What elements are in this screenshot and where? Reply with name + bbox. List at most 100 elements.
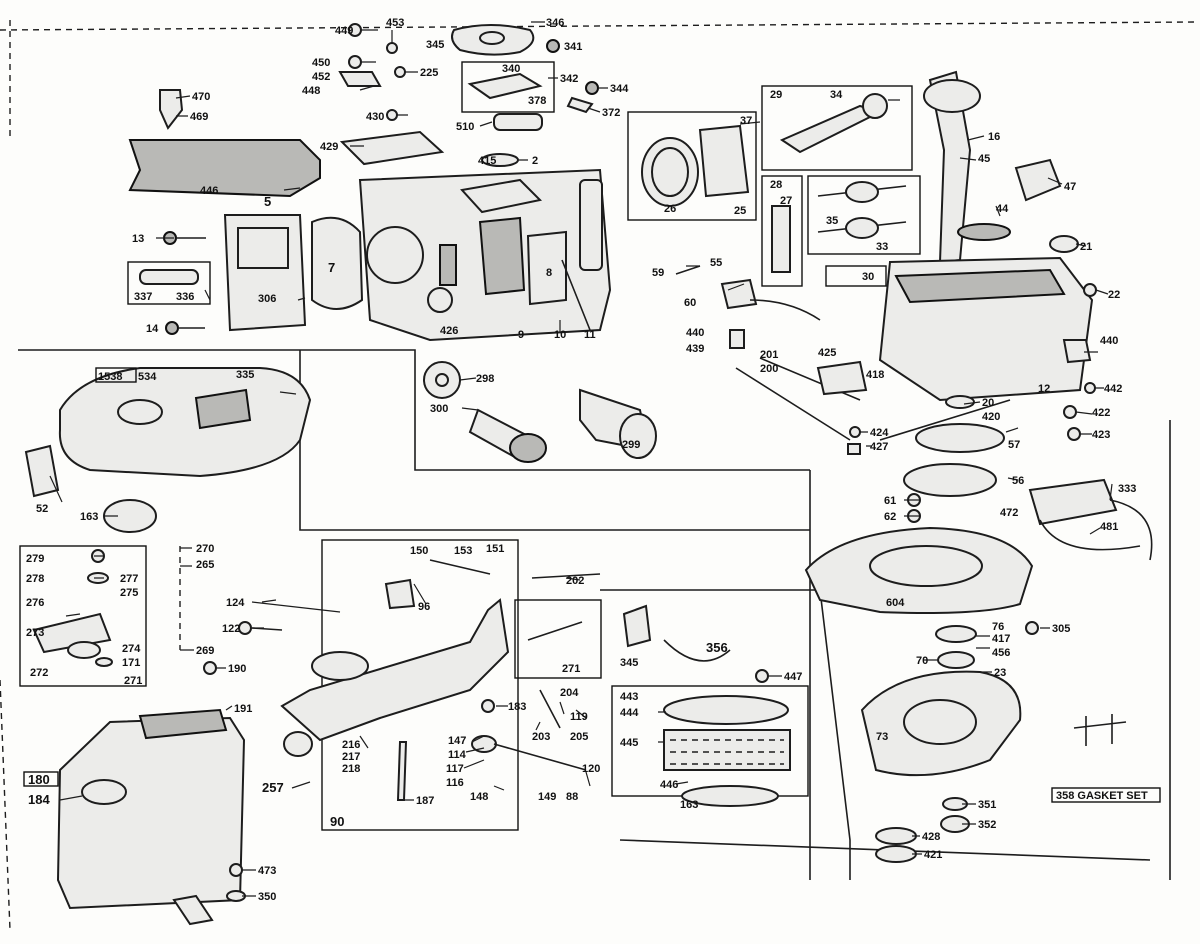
callout-447: 447	[784, 671, 802, 683]
part-305-screw	[1025, 621, 1039, 635]
callout-57: 57	[1008, 439, 1020, 451]
part-345-bracket	[622, 604, 652, 648]
callout-117: 117	[446, 763, 464, 775]
carburetor-group	[238, 539, 602, 831]
part-21-cap	[1049, 235, 1079, 253]
part-356-wire	[663, 639, 731, 662]
callout-424: 424	[870, 427, 889, 439]
part-450-washer	[348, 55, 362, 69]
callout-59: 59	[652, 267, 664, 279]
carburetor-body	[280, 598, 510, 742]
callout-73: 73	[876, 731, 888, 743]
callout-218: 218	[342, 763, 360, 775]
separator-air-cleaner	[600, 589, 851, 880]
callout-16: 16	[988, 131, 1000, 143]
callout-56: 56	[1012, 475, 1024, 487]
callout-29: 29	[770, 89, 782, 101]
callout-299: 299	[622, 439, 640, 451]
block-port	[427, 287, 453, 313]
part-7-head-gasket	[311, 216, 364, 310]
switch-wire	[1109, 499, 1153, 561]
part-510-tube	[493, 113, 543, 131]
part-44-timing-gear	[957, 223, 1011, 241]
block-side-tube	[579, 179, 603, 271]
callout-340: 340	[502, 63, 520, 75]
valve-spring-lower	[845, 217, 879, 239]
callout-147: 147	[448, 735, 466, 747]
motor-end	[509, 433, 547, 463]
callout-450: 450	[312, 57, 330, 69]
part-333-switch	[1028, 478, 1118, 526]
part-55-wire	[749, 299, 821, 321]
callout-225: 225	[420, 67, 438, 79]
valve-spring-upper	[845, 181, 879, 203]
box-90-carburetor	[321, 539, 519, 831]
callout-90: 90	[330, 814, 344, 829]
part-344-screw	[585, 81, 599, 95]
part-442-screw	[1084, 382, 1096, 394]
callout-272: 272	[30, 667, 48, 679]
callout-76: 76	[992, 621, 1004, 633]
callout-171: 171	[122, 657, 140, 669]
callout-7: 7	[328, 260, 335, 275]
box-180	[23, 771, 59, 787]
callout-453: 453	[386, 17, 404, 29]
callout-22: 22	[1108, 289, 1120, 301]
callout-120: 120	[582, 763, 600, 775]
callout-21: 21	[1080, 241, 1092, 253]
callout-298: 298	[476, 373, 494, 385]
part-148-needle-valve	[493, 743, 587, 771]
box-340-breather-assembly	[461, 61, 555, 113]
callout-269: 269	[196, 645, 214, 657]
part-171-washer	[95, 657, 113, 667]
callout-27: 27	[780, 195, 792, 207]
part-428-washer	[875, 827, 917, 845]
callout-534: 534	[138, 371, 157, 383]
choke-link	[527, 621, 583, 641]
gasket-set-label: 358 GASKET SET	[1056, 790, 1148, 802]
tank-bracket	[172, 894, 214, 926]
callout-473: 473	[258, 865, 276, 877]
callout-30: 30	[862, 271, 874, 283]
part-20-seal	[945, 395, 975, 409]
gasket-set-fasteners	[1073, 714, 1127, 746]
callout-217: 217	[342, 751, 360, 763]
callout-9: 9	[518, 329, 524, 341]
crankshaft-group	[923, 70, 1079, 264]
part-47-governor	[1014, 158, 1062, 202]
callout-336: 336	[176, 291, 194, 303]
part-14-screw	[165, 321, 179, 335]
box-271-linkage	[19, 545, 147, 687]
callout-37: 37	[740, 115, 752, 127]
callout-472: 472	[1000, 507, 1018, 519]
callout-205: 205	[570, 731, 588, 743]
crankshaft-throw	[923, 79, 981, 113]
part-446-gasket	[128, 139, 321, 198]
callout-305: 305	[1052, 623, 1070, 635]
callout-335: 335	[236, 369, 254, 381]
part-423-nut	[1067, 427, 1081, 441]
callout-203: 203	[532, 731, 550, 743]
callout-276: 276	[26, 597, 44, 609]
filter-pleats	[670, 739, 784, 765]
callout-271a: 271	[124, 675, 142, 687]
callout-422: 422	[1092, 407, 1110, 419]
callout-429: 429	[320, 141, 338, 153]
callout-350: 350	[258, 891, 276, 903]
box-1538	[95, 367, 137, 383]
top-border-line	[0, 21, 1196, 31]
callout-378: 378	[528, 95, 546, 107]
part-60-armature	[720, 278, 758, 310]
callout-337: 337	[134, 291, 152, 303]
callout-345: 345	[426, 39, 444, 51]
callout-200: 200	[760, 363, 778, 375]
callout-163b: 163	[680, 799, 698, 811]
callout-204: 204	[560, 687, 579, 699]
block-valve-1	[439, 244, 457, 286]
box-271-choke	[514, 599, 602, 679]
part-341-screw	[546, 39, 560, 53]
callout-346: 346	[546, 17, 564, 29]
part-190-screw	[203, 661, 217, 675]
fuel-tank-lower	[56, 716, 246, 910]
box-29-connecting-rod	[761, 85, 913, 171]
